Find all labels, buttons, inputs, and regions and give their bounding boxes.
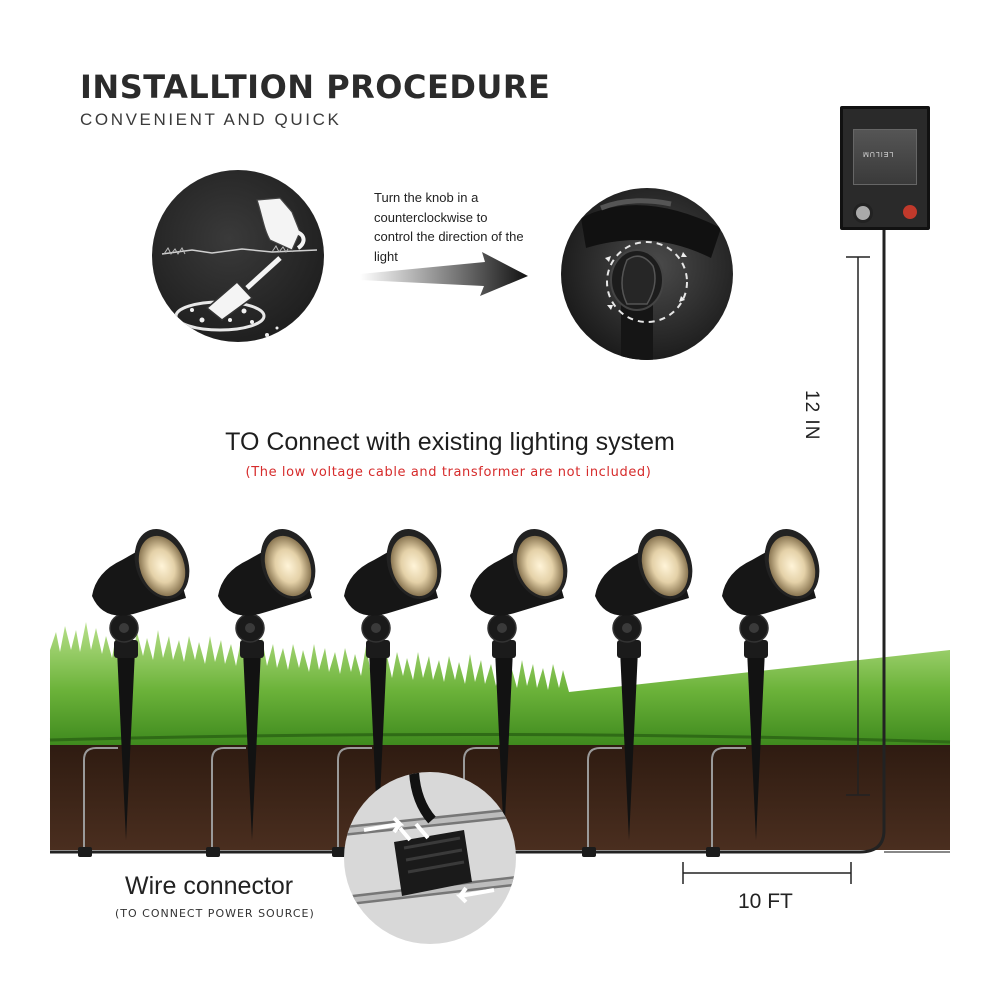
wire-connector-title: Wire connector xyxy=(125,872,294,900)
wire-connector-image xyxy=(344,772,516,944)
cable-clips xyxy=(78,847,720,857)
shovel-digging-icon xyxy=(161,197,318,337)
wire-connector-icon xyxy=(344,772,516,906)
height-dimension-line xyxy=(846,256,870,796)
spacing-label: 10 FT xyxy=(738,890,793,913)
digging-step-image xyxy=(152,170,324,342)
knob-instruction-text: Turn the knob in a counterclockwise to c… xyxy=(374,190,524,264)
spacing-dimension-line xyxy=(682,862,852,884)
power-cable xyxy=(50,230,886,854)
transformer-plate: LEILUM xyxy=(853,129,917,185)
spotlight-icon xyxy=(92,529,190,840)
power-switch xyxy=(903,205,917,219)
connect-heading: TO Connect with existing lighting system xyxy=(225,428,675,456)
transformer-icon: LEILUM xyxy=(840,106,930,230)
arrow-right-icon xyxy=(360,252,528,296)
wire-connector-subtitle: (TO CONNECT POWER SOURCE) xyxy=(115,907,315,920)
knob-step-image xyxy=(561,188,733,360)
page-title: INSTALLTION PROCEDURE xyxy=(80,68,551,106)
knob-rotate-icon xyxy=(581,198,721,360)
connect-note: (The low voltage cable and transformer a… xyxy=(245,465,652,480)
timer-dial xyxy=(853,203,873,223)
cable-branches xyxy=(83,747,746,852)
height-label: 12 IN xyxy=(801,390,822,441)
page-subtitle: CONVENIENT AND QUICK xyxy=(80,110,342,129)
